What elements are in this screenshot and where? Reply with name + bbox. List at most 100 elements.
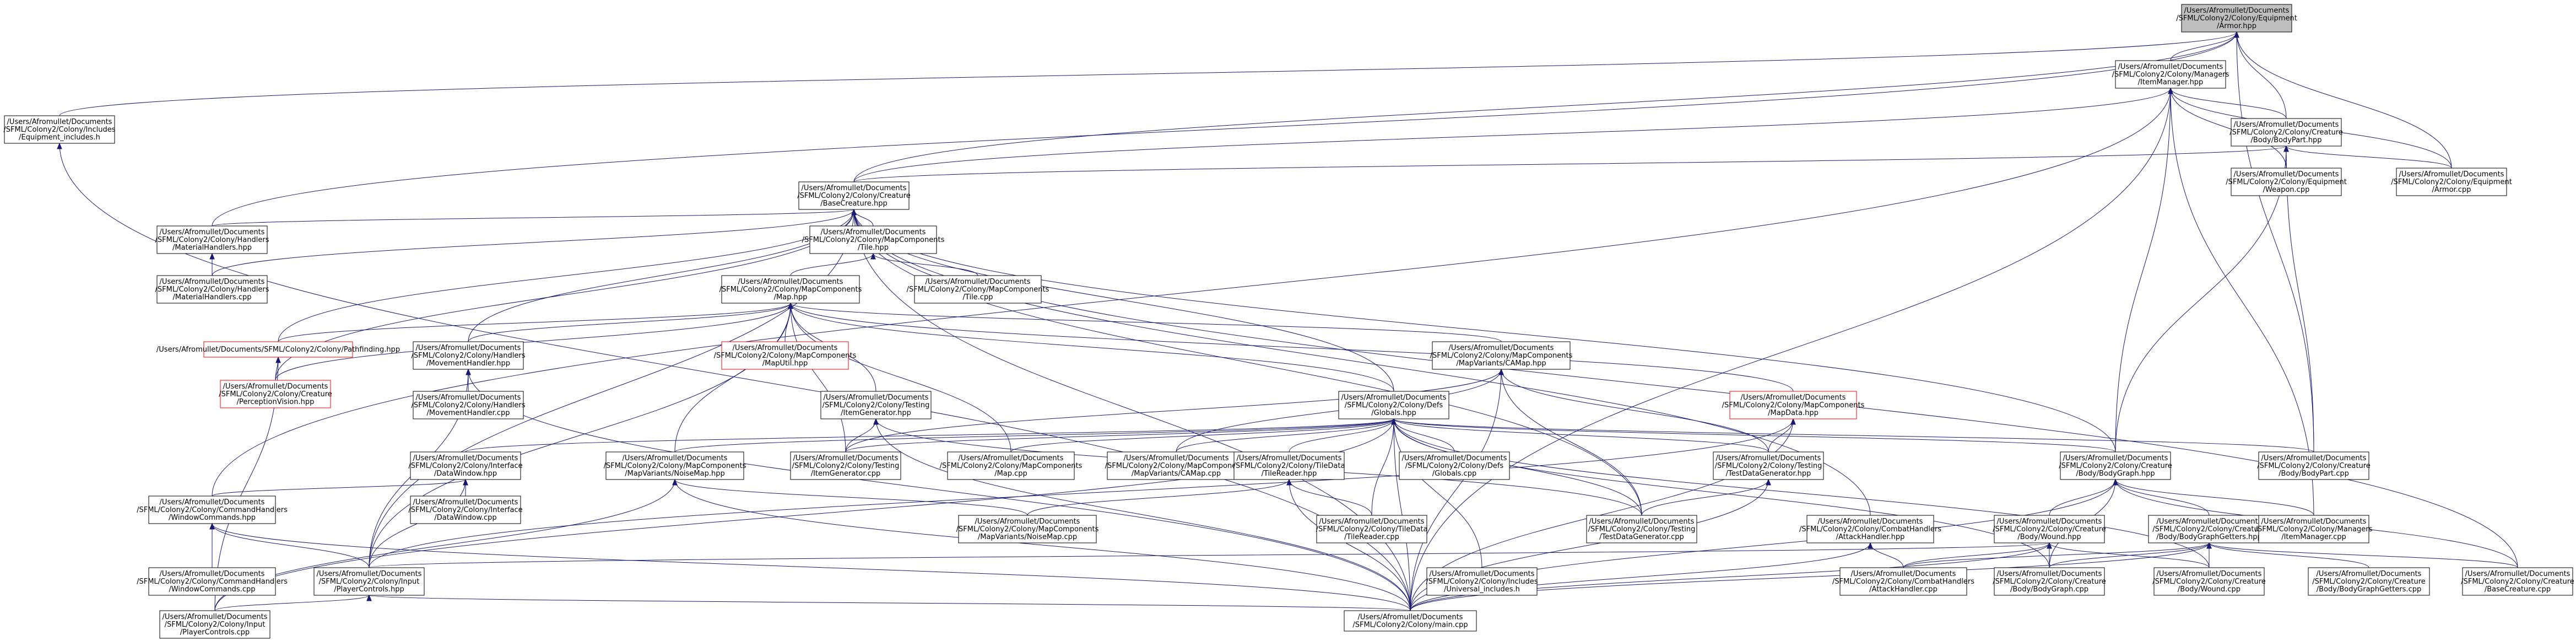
node-itemgenerator_hpp[interactable]: /Users/Afromullet/Documents/SFML/Colony2… — [820, 391, 932, 419]
node-label-line: /SFML/Colony2/Colony/TileData — [1233, 462, 1345, 470]
node-attackhandler_hpp[interactable]: /Users/Afromullet/Documents/SFML/Colony2… — [1799, 515, 1941, 543]
node-globals_hpp[interactable]: /Users/Afromullet/Documents/SFML/Colony2… — [1338, 391, 1449, 419]
node-label-line: /MapUtil.hpp — [762, 359, 808, 368]
node-label-line: /SFML/Colony2/Colony/CombatHandlers — [1832, 578, 1974, 586]
edge-map_hpp-to-perceptionvision_hpp — [275, 302, 793, 381]
node-label-line: /Users/Afromullet/Documents — [2157, 570, 2262, 578]
edge-tilereader_hpp-to-noisemap_cpp — [1027, 478, 1292, 516]
node-label-line: /SFML/Colony2/Colony/Testing — [822, 401, 930, 410]
node-materialhandlers_hpp[interactable]: /Users/Afromullet/Documents/SFML/Colony2… — [155, 225, 269, 254]
node-itemgenerator_cpp[interactable]: /Users/Afromullet/Documents/SFML/Colony2… — [790, 451, 901, 480]
node-label-line: /MapVariants/NoiseMap.cpp — [978, 533, 1077, 541]
node-testdatagenerator_cpp[interactable]: /Users/Afromullet/Documents/SFML/Colony2… — [1586, 515, 1697, 543]
node-label-line: /MovementHandler.hpp — [426, 359, 510, 368]
node-camap_hpp[interactable]: /Users/Afromullet/Documents/SFML/Colony2… — [1430, 341, 1573, 370]
node-wound_cpp[interactable]: /Users/Afromullet/Documents/SFML/Colony2… — [2152, 567, 2266, 596]
node-bodygraph_cpp[interactable]: /Users/Afromullet/Documents/SFML/Colony2… — [1993, 567, 2106, 596]
node-tilereader_cpp[interactable]: /Users/Afromullet/Documents/SFML/Colony2… — [1316, 515, 1428, 543]
node-box — [2308, 567, 2430, 596]
node-maputil_hpp[interactable]: /Users/Afromullet/Documents/SFML/Colony2… — [714, 341, 857, 370]
edge-bodypart_hpp-to-bodypart_cpp — [2283, 145, 2314, 453]
node-equipment_includes[interactable]: /Users/Afromullet/Documents/SFML/Colony2… — [3, 115, 116, 144]
node-label-line: /Users/Afromullet/Documents — [160, 498, 265, 507]
node-mapdata_hpp[interactable]: /Users/Afromullet/Documents/SFML/Colony2… — [1722, 391, 1865, 419]
node-map_hpp[interactable]: /Users/Afromullet/Documents/SFML/Colony2… — [719, 275, 862, 304]
node-label-line: /SFML/Colony2/Colony/Equipment — [2226, 178, 2347, 186]
node-movementhandler_cpp[interactable]: /Users/Afromullet/Documents/SFML/Colony2… — [412, 391, 526, 419]
node-box — [4, 115, 115, 144]
node-box — [1233, 451, 1345, 480]
node-noisemap_hpp[interactable]: /Users/Afromullet/Documents/SFML/Colony2… — [604, 451, 746, 480]
node-noisemap_cpp[interactable]: /Users/Afromullet/Documents/SFML/Colony2… — [956, 515, 1099, 543]
node-label-line: /ItemGenerator.cpp — [811, 470, 881, 478]
node-datawindow_cpp[interactable]: /Users/Afromullet/Documents/SFML/Colony2… — [408, 495, 523, 524]
node-bodygraphgetters_hpp[interactable]: /Users/Afromullet/Documents/SFML/Colony2… — [2148, 515, 2270, 543]
node-box — [790, 451, 901, 480]
edge-playercontrols_hpp-to-playercontrols_cpp — [214, 594, 372, 611]
node-perceptionvision_hpp[interactable]: /Users/Afromullet/Documents/SFML/Colony2… — [219, 380, 332, 408]
node-label-line: /Users/Afromullet/Documents — [1818, 518, 1923, 526]
node-label-line: /TestDataGenerator.hpp — [1726, 470, 1811, 478]
node-label-line: /PlayerControls.cpp — [180, 628, 250, 637]
edge-globals_hpp-to-bodygraph_hpp — [1391, 418, 2116, 453]
node-label-line: /SFML/Colony2/Colony/Defs — [1405, 462, 1504, 470]
edge-itemmanager_hpp-to-windowcommands_hpp — [212, 87, 2173, 497]
node-bodygraphgetters_cpp[interactable]: /Users/Afromullet/Documents/SFML/Colony2… — [2308, 567, 2430, 596]
node-box — [410, 451, 521, 480]
node-basecreature_hpp[interactable]: /Users/Afromullet/Documents/SFML/Colony2… — [797, 181, 911, 210]
node-materialhandlers_cpp[interactable]: /Users/Afromullet/Documents/SFML/Colony2… — [155, 275, 269, 304]
node-movementhandler_hpp[interactable]: /Users/Afromullet/Documents/SFML/Colony2… — [412, 341, 526, 370]
node-label-line: /Users/Afromullet/Documents — [738, 278, 843, 286]
node-bodygraph_hpp[interactable]: /Users/Afromullet/Documents/SFML/Colony2… — [2059, 451, 2172, 480]
node-label-line: /MapVariants/CAMap.cpp — [1132, 470, 1221, 478]
node-label-line: /Users/Afromullet/Documents — [2234, 121, 2339, 129]
node-testdatagenerator_hpp[interactable]: /Users/Afromullet/Documents/SFML/Colony2… — [1713, 451, 1824, 480]
node-label-line: /SFML/Colony2/Colony/Input — [319, 578, 420, 586]
node-box — [1432, 341, 1571, 370]
node-main_cpp[interactable]: /Users/Afromullet/Documents/SFML/Colony2… — [1344, 610, 1477, 632]
node-playercontrols_hpp[interactable]: /Users/Afromullet/Documents/SFML/Colony2… — [313, 567, 425, 596]
node-weapon_cpp[interactable]: /Users/Afromullet/Documents/SFML/Colony2… — [2226, 168, 2347, 196]
node-bodypart_cpp[interactable]: /Users/Afromullet/Documents/SFML/Colony2… — [2257, 451, 2371, 480]
node-globals_cpp[interactable]: /Users/Afromullet/Documents/SFML/Colony2… — [1399, 451, 1510, 480]
edge-windowcommands_hpp-to-windowcommands_cpp — [209, 523, 215, 568]
edge-basecreature_hpp-to-main_cpp — [851, 208, 1411, 611]
node-pathfinding_hpp[interactable]: /Users/Afromullet/Documents/SFML/Colony2… — [156, 341, 400, 358]
node-label-line: /Users/Afromullet/Documents — [413, 454, 518, 462]
node-box — [809, 225, 937, 254]
node-label-line: /Users/Afromullet/Documents — [1237, 454, 1342, 462]
node-tilereader_hpp[interactable]: /Users/Afromullet/Documents/SFML/Colony2… — [1233, 451, 1345, 480]
edge-mapdata_hpp-to-playercontrols_hpp — [369, 418, 1796, 568]
node-label-line: /SFML/Colony2/Colony/Interface — [408, 462, 522, 470]
node-map_cpp[interactable]: /Users/Afromullet/Documents/SFML/Colony2… — [940, 451, 1083, 480]
node-label-line: /SFML/Colony2/Colony/Equipment — [2391, 178, 2512, 186]
node-label-line: /Users/Afromullet/Documents — [959, 454, 1064, 462]
node-itemmanager_hpp[interactable]: /Users/Afromullet/Documents/SFML/Colony2… — [2112, 60, 2229, 89]
node-tile_cpp[interactable]: /Users/Afromullet/Documents/SFML/Colony2… — [907, 275, 1049, 304]
node-label-line: /Users/Afromullet/Documents — [2157, 518, 2262, 526]
node-camap_cpp[interactable]: /Users/Afromullet/Documents/SFML/Colony2… — [1105, 451, 1248, 480]
node-windowcommands_cpp[interactable]: /Users/Afromullet/Documents/SFML/Colony2… — [137, 567, 288, 596]
node-box — [1338, 391, 1449, 419]
node-windowcommands_hpp[interactable]: /Users/Afromullet/Documents/SFML/Colony2… — [137, 495, 288, 524]
node-tile_hpp[interactable]: /Users/Afromullet/Documents/SFML/Colony2… — [802, 225, 945, 254]
node-playercontrols_cpp[interactable]: /Users/Afromullet/Documents/SFML/Colony2… — [159, 610, 270, 639]
node-label-line: /Users/Afromullet/Documents — [623, 454, 728, 462]
node-universal_includes[interactable]: /Users/Afromullet/Documents/SFML/Colony2… — [1426, 567, 1538, 596]
node-itemmanager_cpp[interactable]: /Users/Afromullet/Documents/SFML/Colony2… — [2255, 515, 2373, 543]
node-basecreature_cpp[interactable]: /Users/Afromullet/Documents/SFML/Colony2… — [2461, 567, 2574, 596]
node-label-line: /Users/Afromullet/Documents — [2465, 570, 2570, 578]
node-label-line: /Users/Afromullet/Documents — [2399, 170, 2504, 179]
node-wound_hpp[interactable]: /Users/Afromullet/Documents/SFML/Colony2… — [1993, 515, 2106, 543]
node-label-line: /Users/Afromullet/Documents — [2234, 170, 2339, 179]
edge-armor_hpp-to-equipment_includes — [59, 31, 2239, 116]
node-label-line: /SFML/Colony2/Colony/Defs — [1345, 401, 1443, 410]
node-armor_cpp[interactable]: /Users/Afromullet/Documents/SFML/Colony2… — [2391, 168, 2512, 196]
node-label-line: /PlayerControls.hpp — [334, 585, 404, 594]
node-box — [947, 451, 1075, 480]
node-label-line: /Map.hpp — [774, 293, 808, 301]
node-datawindow_hpp[interactable]: /Users/Afromullet/Documents/SFML/Colony2… — [408, 451, 523, 480]
node-attackhandler_cpp[interactable]: /Users/Afromullet/Documents/SFML/Colony2… — [1832, 567, 1974, 596]
node-bodypart_hpp[interactable]: /Users/Afromullet/Documents/SFML/Colony2… — [2229, 118, 2343, 147]
